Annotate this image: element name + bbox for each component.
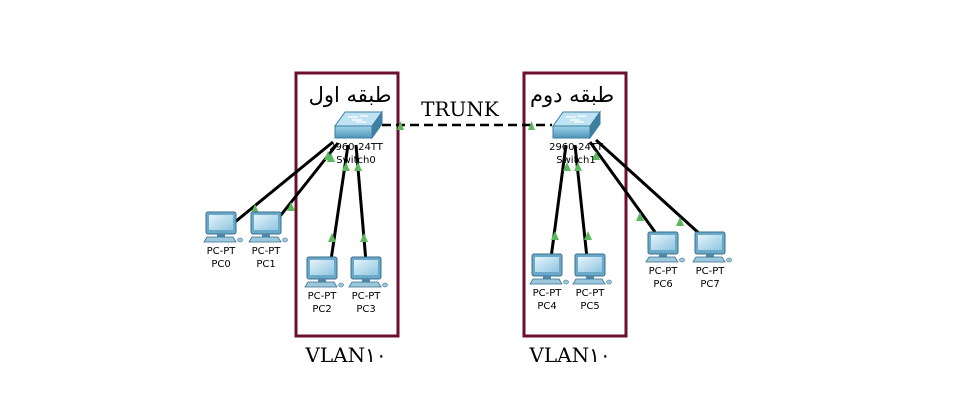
switch1-name: Switch1 [556,155,595,166]
trunk-light-left [397,121,404,130]
keyboard-icon [203,236,237,243]
pc-4[interactable]: PC-PT PC4 [529,253,569,312]
pc-type-label: PC-PT [696,266,726,277]
pc-type-label: PC-PT [308,291,338,302]
pc-type-label: PC-PT [352,291,382,302]
keyboard-icon [304,281,338,288]
pc-name-label: PC4 [537,301,556,312]
pc-type-label: PC-PT [252,246,282,257]
mouse-icon [606,279,612,285]
pc-2[interactable]: PC-PT PC2 [304,256,344,315]
links-switch1 [549,138,704,259]
mouse-icon [679,257,685,263]
pc-name-label: PC0 [211,259,230,270]
keyboard-icon [529,278,563,285]
mouse-icon [338,282,344,288]
keyboard-icon [248,236,282,243]
pc-0[interactable]: PC-PT PC0 [203,211,243,270]
switch0-model: 2960-24TT [329,142,384,153]
floor-2-vlan: VLAN۱۰ [528,343,610,367]
pcs-layer: PC-PTPC0PC-PTPC1PC-PTPC2PC-PTPC3PC-PTPC4… [203,211,732,315]
floor-2-title: طبقه دوم [530,83,614,108]
pc-6[interactable]: PC-PT PC6 [645,231,685,290]
mouse-icon [237,237,243,243]
pc-3[interactable]: PC-PT PC3 [348,256,388,315]
keyboard-icon [572,278,606,285]
mouse-icon [726,257,732,263]
pc-name-label: PC6 [653,279,672,290]
floor-1-vlan: VLAN۱۰ [304,343,386,367]
mouse-icon [563,279,569,285]
keyboard-icon [692,256,726,263]
keyboard-icon [645,256,679,263]
pc-name-label: PC5 [580,301,599,312]
pc-type-label: PC-PT [207,246,237,257]
switch1-model: 2960-24TT [549,142,604,153]
pc-name-label: PC3 [356,304,375,315]
trunk-label: TRUNK [421,97,500,121]
pc-name-label: PC2 [312,304,331,315]
mouse-icon [382,282,388,288]
pc-name-label: PC1 [256,259,275,270]
pc-name-label: PC7 [700,279,719,290]
floor-1-title: طبقه اول [309,83,392,108]
pc-1[interactable]: PC-PT PC1 [248,211,288,270]
trunk-light-right [528,121,535,130]
pc-5[interactable]: PC-PT PC5 [572,253,612,312]
pc-type-label: PC-PT [576,288,606,299]
floor-box-2 [522,71,628,338]
pc-type-label: PC-PT [533,288,563,299]
pc-type-label: PC-PT [649,266,679,277]
keyboard-icon [348,281,382,288]
link-lights [251,151,684,242]
switch1[interactable]: 2960-24TT Switch1 [549,110,604,166]
pc-7[interactable]: PC-PT PC7 [692,231,732,290]
switch0-name: Switch0 [336,155,375,166]
floor-box-1 [294,71,400,338]
switch0[interactable]: 2960-24TT Switch0 [329,110,384,166]
mouse-icon [282,237,288,243]
